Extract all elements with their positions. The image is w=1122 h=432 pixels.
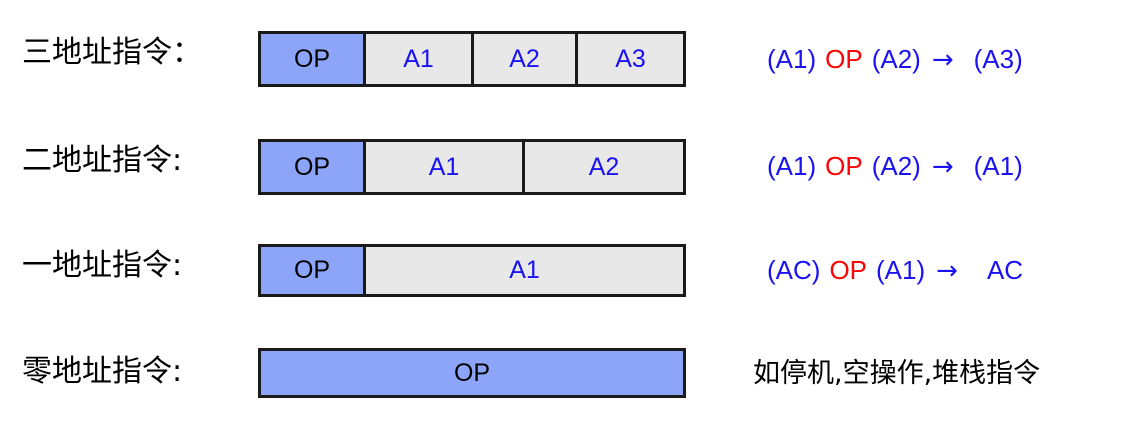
format-box-three-address: OP A1 A2 A3: [258, 31, 686, 87]
expr-left-operand: (AC): [767, 255, 821, 285]
format-box-one-address: OP A1: [258, 244, 686, 297]
instruction-row-one-address: 一地址指令: OP A1 (AC) OP (A1) → AC: [0, 215, 1122, 320]
expr-operator: OP: [829, 255, 868, 285]
field-a2: A2: [525, 142, 683, 192]
row-label-two-address: 二地址指令:: [22, 143, 183, 178]
row-label-one-address: 一地址指令:: [22, 248, 183, 283]
expression-one-address: (AC) OP (A1) → AC: [767, 257, 1023, 284]
expr-left-operand: (A1): [767, 151, 817, 181]
expression-two-address: (A1) OP (A2) → (A1): [767, 153, 1023, 180]
expr-right-operand: (A2): [871, 151, 921, 181]
note-zero-address: 如停机,空操作,堆栈指令: [753, 358, 1041, 389]
field-op: OP: [261, 247, 366, 294]
field-a3: A3: [578, 34, 683, 84]
row-label-three-address: 三地址指令：: [22, 35, 202, 70]
format-box-zero-address: OP: [258, 348, 686, 398]
arrow-icon: →: [931, 152, 954, 182]
arrow-icon: →: [931, 45, 954, 75]
expression-three-address: (A1) OP (A2) → (A3): [767, 46, 1023, 73]
instruction-row-three-address: 三地址指令： OP A1 A2 A3 (A1) OP (A2) → (A3): [0, 0, 1122, 110]
field-a2: A2: [474, 34, 578, 84]
field-op: OP: [261, 34, 366, 84]
arrow-icon: →: [936, 256, 958, 286]
expr-operator: OP: [825, 44, 863, 74]
instruction-row-zero-address: 零地址指令: OP 如停机,空操作,堆栈指令: [0, 320, 1122, 432]
field-a1: A1: [366, 247, 683, 294]
expr-operator: OP: [825, 151, 863, 181]
expr-right-operand: (A2): [871, 44, 921, 74]
field-a1: A1: [366, 142, 525, 192]
expr-result: AC: [986, 255, 1024, 285]
expr-left-operand: (A1): [767, 44, 817, 74]
field-op: OP: [261, 142, 366, 192]
expr-result: (A3): [973, 44, 1023, 74]
instruction-row-two-address: 二地址指令: OP A1 A2 (A1) OP (A2) → (A1): [0, 110, 1122, 215]
format-box-two-address: OP A1 A2: [258, 139, 686, 195]
row-label-zero-address: 零地址指令:: [22, 354, 183, 389]
expr-result: (A1): [973, 151, 1023, 181]
expr-right-operand: (A1): [876, 255, 926, 285]
field-op: OP: [261, 351, 683, 395]
field-a1: A1: [366, 34, 474, 84]
